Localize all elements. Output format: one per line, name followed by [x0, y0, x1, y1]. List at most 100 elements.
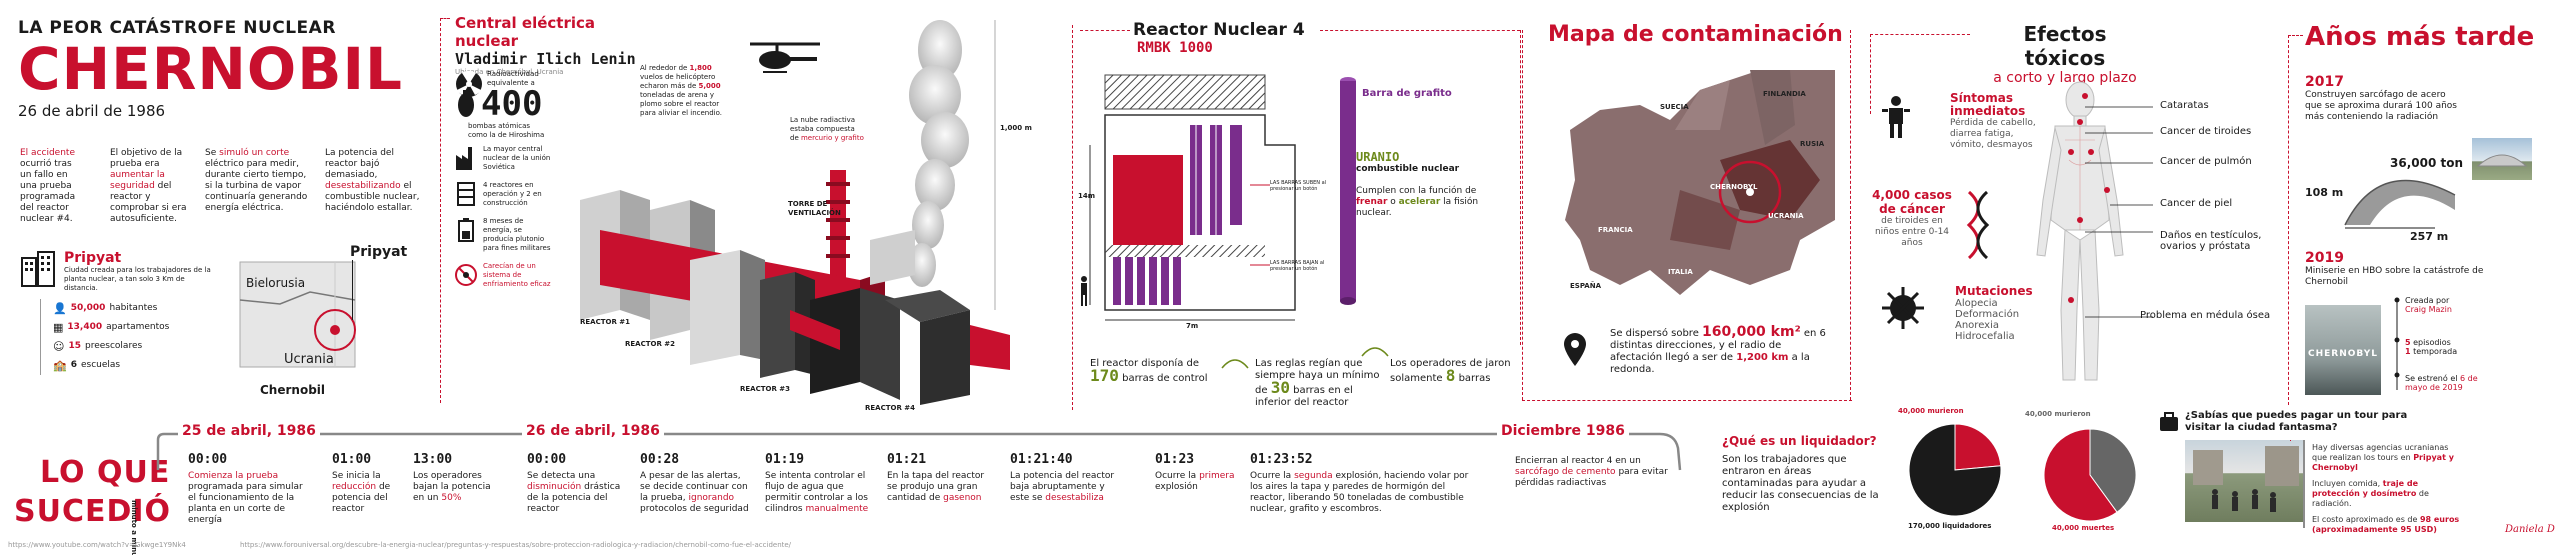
immediate-block: Síntomas inmediatos Pérdida de cabello, …: [1950, 92, 2050, 151]
year-2019: 2019: [2305, 250, 2344, 266]
episodes: 5 episodios: [2405, 338, 2451, 347]
reactor-rods-stat: El reactor disponía de 170 barras de con…: [1090, 358, 1220, 385]
event-desc: Se detecta una disminución drástica de l…: [527, 471, 627, 515]
d2: para evitar pérdidas radiactivas: [1515, 467, 1668, 488]
timeline-event: 01:23 Ocurre la primera explosión: [1155, 452, 1245, 493]
p2a: Incluyen comida,: [2312, 479, 2383, 488]
dome-icon: [2476, 154, 2528, 167]
premiere-label: Se estrenó el: [2405, 374, 2460, 383]
effects-title: Efectos tóxicos: [2023, 22, 2107, 70]
person-icon: 👤: [53, 302, 67, 315]
reactor-height: 14m: [1078, 192, 1096, 200]
pie-slice-died: [2089, 428, 2137, 513]
intro-text-2a: El objetivo de la prueba era: [110, 148, 183, 169]
body-label: Cancer de piel: [2160, 198, 2233, 209]
plant-location: Ubicada en Chernóbyl, Ucrania: [455, 68, 564, 76]
divider: [1320, 30, 1520, 31]
no-cooling-icon: [455, 264, 477, 286]
p2c: de radiación.: [2312, 489, 2429, 508]
operators-pre: Los operadores de jaron solamente: [1390, 358, 1511, 384]
map-desc-0: Se dispersó sobre: [1610, 328, 1703, 339]
fn-t0: Cumplen con la función de: [1356, 186, 1477, 196]
stat-value: 50,000: [70, 303, 106, 313]
map-label-ucrania: Ucrania: [284, 352, 334, 367]
vent-tower: [826, 170, 850, 290]
body-label: Cancer de tiroides: [2160, 126, 2252, 137]
p1a: Hay diversas agencias ucranianas que rea…: [2312, 443, 2449, 462]
contamination-map: [1560, 70, 1835, 310]
footer-source-1[interactable]: https://www.youtube.com/watch?v=Gkwge1Y9…: [8, 541, 186, 549]
stat-label: apartamentos: [106, 322, 170, 332]
timeline-event: 01:21 En la tapa del reactor se produjo …: [887, 452, 987, 504]
intro-col-3: Se simuló un corte eléctrico para medir,…: [205, 148, 315, 214]
heli-t4: toneladas de arena y plomo sobre el reac…: [640, 91, 723, 117]
episodes-count: 5: [2405, 338, 2411, 347]
premiere-date: 6 de mayo de 2019: [2405, 374, 2478, 392]
timeline-date-2: 26 de abril, 1986: [522, 423, 664, 439]
map-label-italy: ITALIA: [1668, 268, 1693, 276]
intro-text-3c: eléctrico para medir, durante cierto tie…: [205, 159, 308, 213]
reactor-2-label: REACTOR #2: [625, 340, 676, 348]
liquidator-question: ¿Qué es un liquidador?: [1722, 434, 1877, 448]
factory-icon: [456, 147, 472, 170]
tour-group-icon: [2193, 446, 2299, 512]
mutation-item: Alopecia: [1955, 298, 1998, 309]
d1: manualmente: [805, 504, 869, 514]
d0: La potencia del reactor baja abruptament…: [1010, 471, 1115, 503]
intro-text-4c: el combustible nuclear, haciéndolo estal…: [325, 181, 420, 213]
timeline-event: 01:21:40 La potencia del reactor baja ab…: [1010, 452, 1125, 504]
creator-name: Craig Mazin: [2405, 305, 2452, 314]
reactor-1-label: REACTOR #1: [580, 318, 631, 326]
pie1-top-label: 40,000 murieron: [1898, 407, 1964, 415]
stat-value: 15: [68, 341, 81, 351]
event-time: 01:19: [765, 452, 805, 467]
event-time: 01:21: [887, 452, 927, 467]
fact-text: 8 meses de energía, se producía plutonio…: [483, 217, 551, 252]
plant-title: Central eléctrica nuclear: [455, 14, 596, 50]
divider: [2288, 35, 2303, 36]
fact-text: La mayor central nuclear de la unión Sov…: [483, 145, 551, 171]
intro-text-4b: desestabilizando: [325, 181, 401, 191]
bars-up-note: LAS BARRAS SUBEN al presionar un botón: [1270, 180, 1327, 192]
d1: desestabiliza: [1045, 493, 1104, 503]
timeline-event: 00:28 A pesar de las alertas, se decide …: [640, 452, 752, 515]
dna-icon: [1966, 190, 1990, 260]
premiere: Se estrenó el 6 de mayo de 2019: [2405, 374, 2495, 392]
fact-1: La mayor central nuclear de la unión Sov…: [455, 145, 575, 172]
d2: programada para simular el funcionamient…: [188, 482, 303, 525]
buildings-icon: [21, 251, 55, 287]
helicopter-icon: [750, 42, 820, 73]
liquidator-answer: Son los trabajadores que entraron en áre…: [1722, 454, 1879, 513]
seasons-label: temporada: [2410, 347, 2458, 356]
event-time: 01:23:52: [1250, 452, 1313, 467]
sarcophagus-weight: 36,000 ton: [2390, 156, 2464, 170]
fn-brake: frenar: [1356, 197, 1388, 207]
pie-slice-rest: [2043, 428, 2118, 522]
immediate-title: Síntomas inmediatos: [1950, 91, 2026, 118]
map-desc-4: a la redonda.: [1610, 352, 1810, 375]
location-pin-icon: [1564, 333, 1586, 366]
timeline-title-1: LO QUE: [40, 455, 171, 490]
created-by: Creada por Craig Mazin: [2405, 296, 2452, 314]
d0: Se detecta una: [527, 471, 596, 481]
event-desc: Ocurre la primera explosión: [1155, 471, 1245, 493]
divider: [440, 18, 441, 403]
plant-subtitle: Vladimir Ilich Lenin: [455, 50, 636, 68]
heli-text: Al rededor de 1,800 vuelos de helicópter…: [640, 64, 735, 118]
footer-source-2[interactable]: https://www.forouniversal.org/descubre-l…: [240, 541, 792, 549]
reactor-rules-stat: Las reglas regían que siempre haya un mí…: [1255, 358, 1385, 409]
immediate-desc: Pérdida de cabello, diarrea fatiga, vómi…: [1950, 118, 2036, 150]
pie-chart-liquidators: [1908, 423, 2002, 517]
fn-t4: la fisión nuclear.: [1356, 197, 1479, 218]
event-desc: A pesar de las alertas, se decide contin…: [640, 471, 752, 515]
rules-post: barras en el inferior del reactor: [1255, 385, 1353, 408]
divider: [440, 18, 450, 19]
year-2017: 2017: [2305, 74, 2344, 90]
cloud-t0: La nube radiactiva estaba compuesta de: [790, 116, 856, 142]
d2: explosión, haciendo volar por los aires …: [1250, 471, 1469, 514]
year-2017-desc: Construyen sarcófago de acero que se apr…: [2305, 90, 2457, 122]
divider: [1520, 30, 1521, 345]
pie2-top-label: 40,000 murieron: [2025, 410, 2091, 418]
pripyat-stat-escuelas: 🏫 6 escuelas: [53, 356, 220, 375]
intro-text-1: ocurrió tras un fallo en una prueba prog…: [20, 159, 76, 224]
